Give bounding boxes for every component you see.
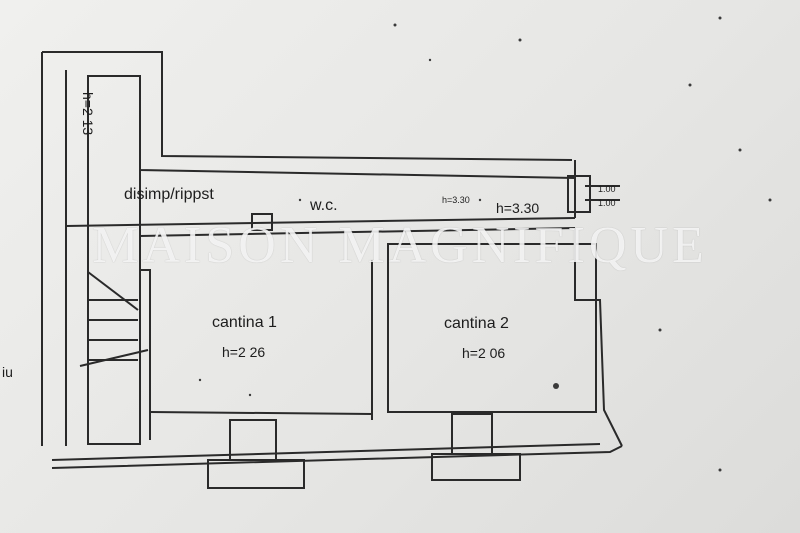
wc-fixture (251, 213, 273, 231)
room-label-wc: w.c. (310, 197, 338, 214)
room-label-disimp: disimp/rippst (124, 186, 214, 203)
dimension-top: 1.00 (598, 184, 616, 194)
dimension-bottom: 1.00 (598, 198, 616, 208)
watermark: MAISON MAGNIFIQUE (92, 217, 708, 274)
edge-text-cropped: iu (2, 364, 13, 380)
corridor-wall (65, 217, 576, 227)
stair-shaft (87, 75, 141, 445)
room-label-cantina-1: cantina 1 (212, 314, 277, 331)
stair-height-label: h=2 13 (80, 92, 96, 136)
cantina-2-walls (387, 243, 597, 413)
outer-wall-bottom (51, 445, 623, 469)
outer-wall-top (42, 51, 573, 161)
corridor-height-small: h=3.30 (442, 195, 470, 205)
room-height-cantina-1: h=2 26 (222, 344, 266, 360)
room-height-cantina-2: h=2 06 (462, 345, 506, 361)
corridor-height-label: h=3.30 (496, 200, 540, 216)
room-label-cantina-2: cantina 2 (444, 315, 509, 332)
